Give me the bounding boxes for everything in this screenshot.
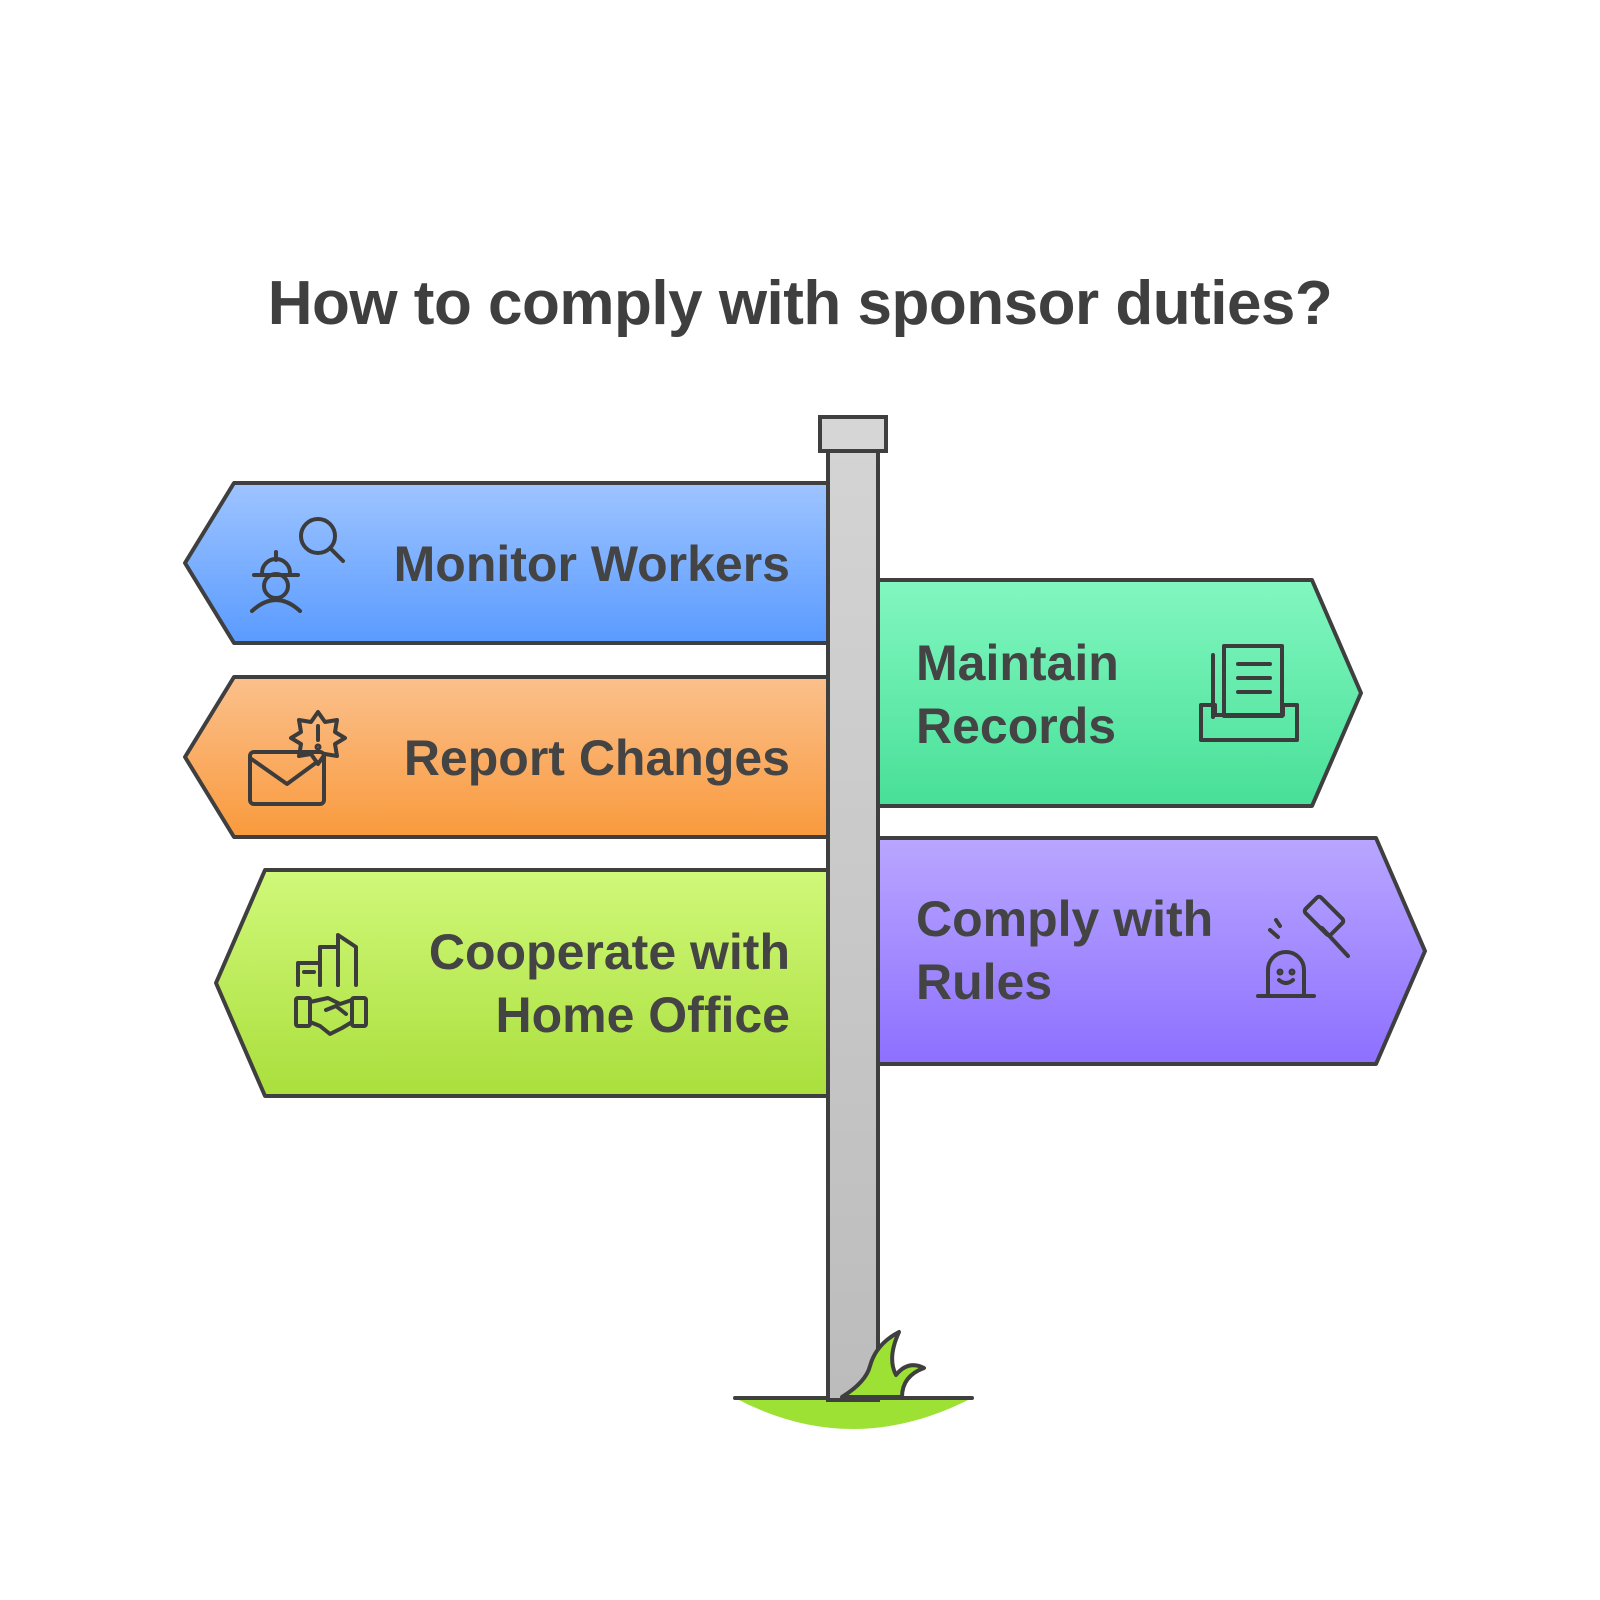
signpost-pole [818, 415, 888, 1402]
sign-maintain-records: Maintain Records [876, 578, 1363, 808]
sign-label-line-2: Records [916, 698, 1116, 754]
sign-board [876, 578, 1363, 808]
grass-tuft [840, 1330, 926, 1399]
sign-label-line-1: Comply with [916, 891, 1213, 947]
sign-monitor-workers: Monitor Workers [183, 481, 830, 645]
worker-search-icon [250, 517, 345, 613]
grass-mound [733, 1396, 974, 1429]
pole-cap [818, 415, 888, 453]
sign-label: Report Changes [404, 730, 790, 786]
sign-label-line-2: Home Office [495, 987, 790, 1043]
sign-comply-with-rules: Comply with Rules [876, 836, 1427, 1066]
sign-board [183, 675, 830, 839]
sign-label-line-1: Cooperate with [429, 924, 790, 980]
document-tray-icon [1199, 644, 1299, 742]
diagram-title: How to comply with sponsor duties? [267, 269, 1333, 338]
gavel-person-icon [1256, 894, 1350, 998]
sign-cooperate-with-home-office: Cooperate with Home Office [214, 868, 830, 1098]
sign-label-line-1: Maintain [916, 635, 1119, 691]
sign-board [183, 481, 830, 645]
sign-board [214, 868, 830, 1098]
sign-label-line-2: Rules [916, 954, 1052, 1010]
sign-board [876, 836, 1427, 1066]
sign-label: Monitor Workers [394, 536, 790, 592]
buildings-handshake-icon [294, 933, 368, 1036]
mail-alert-icon [248, 710, 347, 806]
sign-report-changes: Report Changes [183, 675, 830, 839]
